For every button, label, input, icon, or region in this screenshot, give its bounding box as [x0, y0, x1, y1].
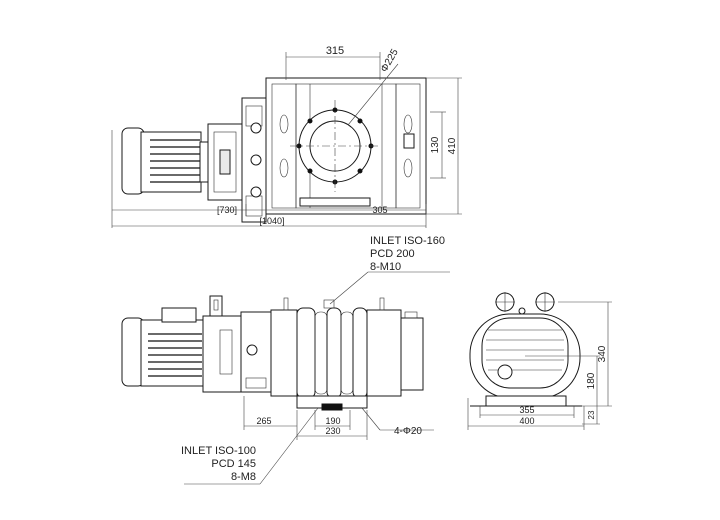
dim-top-width: 315 — [326, 45, 344, 57]
dim-flange-pcd: 130 — [430, 136, 441, 153]
dim-motor-len: [730] — [217, 205, 237, 215]
front-coupling — [202, 295, 272, 393]
dim-side-foot-outer: 400 — [519, 416, 534, 426]
top-motor — [121, 127, 209, 195]
front-view: 265 190 230 4-Φ20 INLET ISO-160 PCD 200 … — [121, 235, 450, 485]
side-dimensions: 340 180 23 355 400 — [467, 301, 612, 430]
inlet-top-line2: PCD 200 — [370, 248, 415, 260]
dim-side-height: 340 — [597, 345, 608, 362]
dim-front-holes: 4-Φ20 — [394, 426, 422, 437]
dim-side-base: 23 — [587, 410, 596, 419]
side-view: 340 180 23 355 400 — [467, 292, 612, 430]
dim-front-foot-outer: 230 — [325, 426, 340, 436]
dim-flange-dia: Φ225 — [379, 47, 401, 74]
dim-front-foot-inner: 190 — [325, 416, 340, 426]
front-dimensions: 265 190 230 4-Φ20 — [243, 396, 434, 440]
dim-body-half: 305 — [372, 205, 387, 215]
front-motor — [121, 307, 204, 387]
dim-front-left: 265 — [256, 416, 271, 426]
inlet-bottom-line1: INLET ISO-100 — [181, 445, 256, 457]
dim-side-foot-inner: 355 — [519, 405, 534, 415]
inlet-top-line1: INLET ISO-160 — [370, 235, 445, 247]
dim-top-height: 410 — [447, 137, 458, 154]
top-housing — [265, 77, 427, 215]
inlet-callouts: INLET ISO-160 PCD 200 8-M10 INLET ISO-10… — [181, 235, 450, 485]
inlet-bottom-line3: 8-M8 — [231, 471, 256, 483]
dim-total-len: [1040] — [259, 216, 284, 226]
top-view: 315 Φ225 130 410 [730] 305 [1040] — [111, 45, 462, 228]
inlet-bottom-line2: PCD 145 — [211, 458, 256, 470]
dim-side-axis: 180 — [586, 372, 597, 389]
front-housing — [270, 297, 424, 411]
top-coupling — [207, 97, 267, 223]
inlet-top-line3: 8-M10 — [370, 261, 401, 273]
